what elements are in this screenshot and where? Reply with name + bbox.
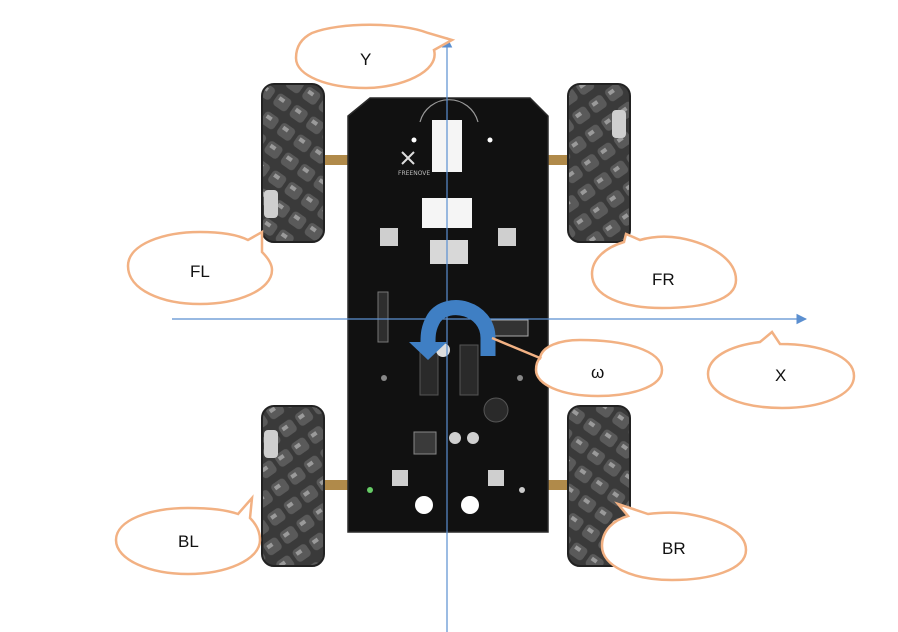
mount-hole [415,496,433,514]
brand-logo-icon: FREENOVE [398,151,430,177]
wheel-bl-label: BL [178,532,199,551]
callout-y: Y [294,23,456,90]
callout-bl: BL [114,494,262,576]
axles [322,155,575,490]
wheel-back-left [261,405,325,567]
rotation-arrow-icon [409,300,496,360]
callout-br: BR [600,501,748,582]
brand-text: FREENOVE [398,170,430,177]
x-axis-label: X [775,366,786,385]
callout-omega: ω [491,336,664,398]
wheel-fl-label: FL [190,262,210,281]
callout-fr: FR [590,232,738,310]
callout-x: X [706,330,856,410]
wheel-fr-label: FR [652,270,675,289]
y-axis-label: Y [360,50,371,69]
wheel-front-left [261,83,325,243]
wheel-br-label: BR [662,539,686,558]
mount-hole [461,496,479,514]
wheel-front-right [567,83,631,243]
rotation-label: ω [591,363,604,382]
callout-fl: FL [126,229,274,306]
